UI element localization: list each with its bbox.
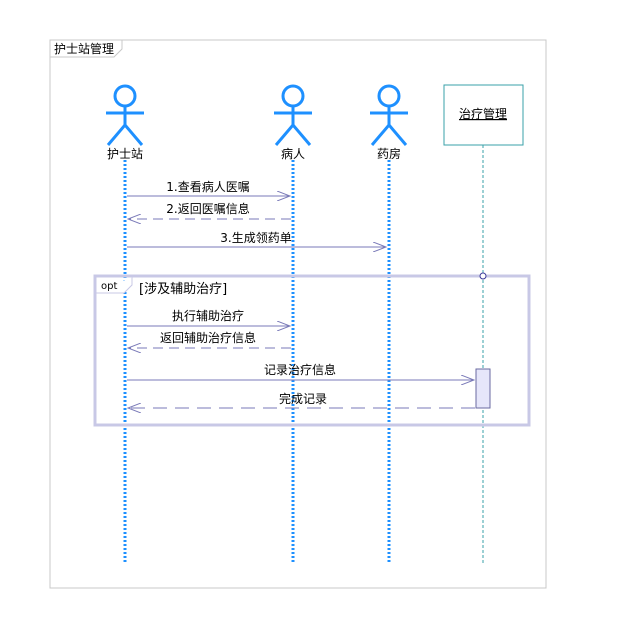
actor-pharmacy: [370, 84, 408, 146]
actor-patient-label: 病人: [281, 146, 305, 161]
diagram-frame: [49, 39, 547, 589]
message-label-3: 3.生成领药单: [220, 231, 291, 245]
frame-title: 护士站管理: [54, 41, 114, 56]
activation-bar-treatment: [475, 368, 491, 409]
lifeline-anchor-dot: [479, 272, 487, 280]
opt-guard: [涉及辅助治疗]: [139, 282, 227, 297]
message-label-6: 记录治疗信息: [264, 362, 336, 377]
message-label-2: 2.返回医嘱信息: [166, 201, 249, 216]
object-treatment-label: 治疗管理: [459, 106, 507, 121]
actor-nurse-label: 护士站: [107, 147, 143, 161]
actor-patient: [274, 84, 312, 146]
opt-fragment: [93, 274, 531, 427]
opt-operator: opt: [101, 281, 117, 292]
actor-nurse: [106, 84, 144, 146]
actor-pharmacy-label: 药房: [377, 146, 401, 161]
message-label-5: 返回辅助治疗信息: [160, 330, 256, 345]
message-label-4: 执行辅助治疗: [172, 309, 244, 323]
message-label-7: 完成记录: [279, 391, 327, 406]
message-label-1: 1.查看病人医嘱: [166, 179, 249, 194]
frame-title-tab: [50, 40, 123, 58]
opt-fragment-tab: [96, 277, 133, 294]
object-treatment-box: [443, 84, 524, 146]
